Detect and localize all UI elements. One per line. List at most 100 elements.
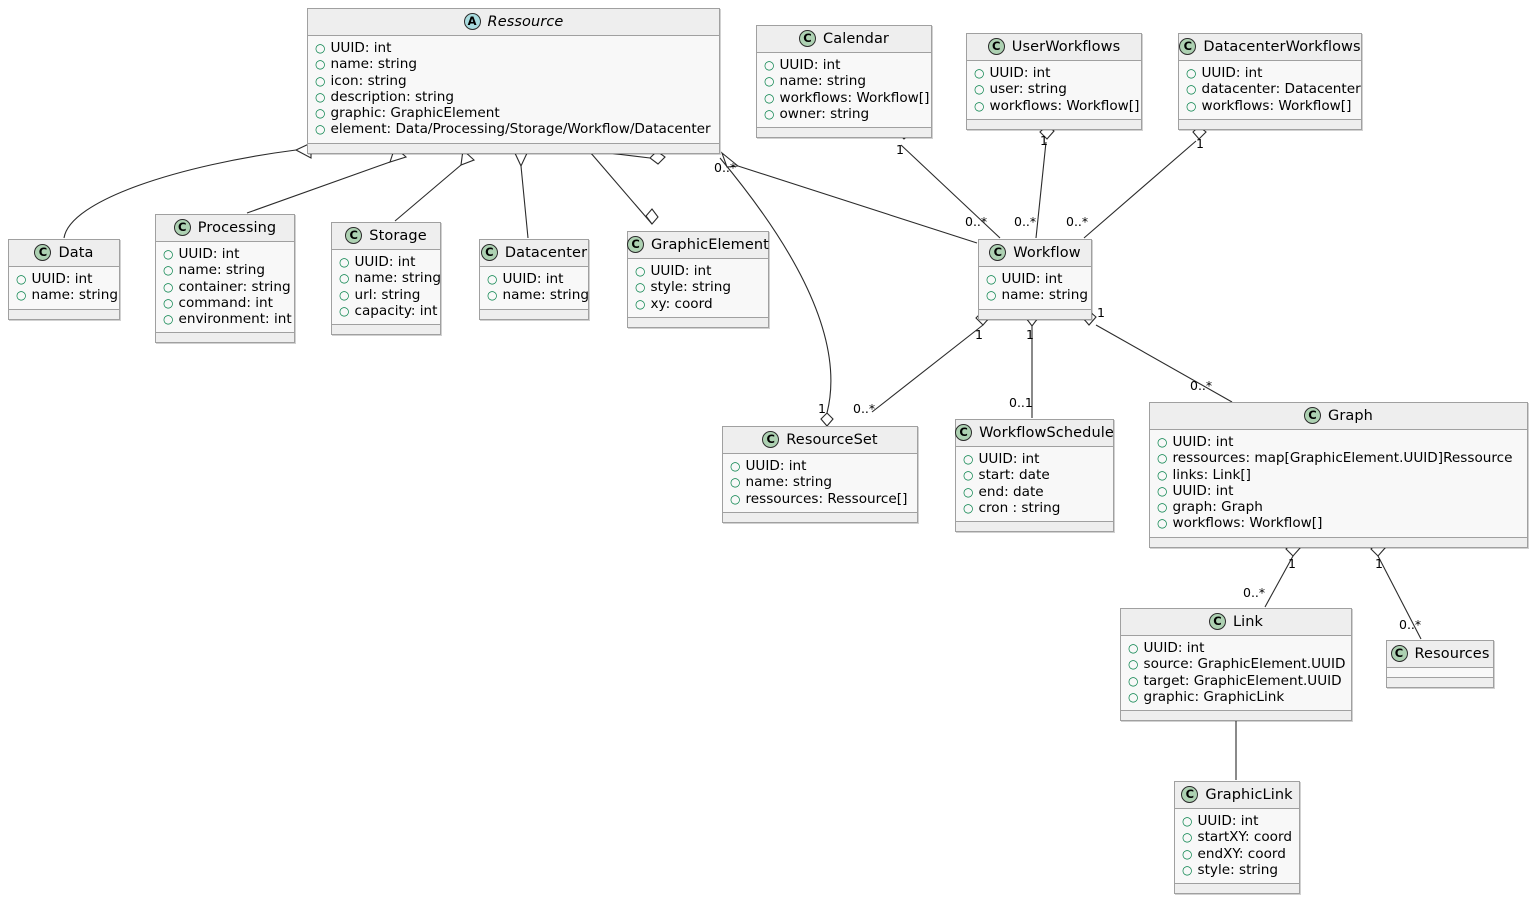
visibility-public-icon: ○ (1157, 483, 1168, 498)
attribute-label: ressources: map[GraphicElement.UUID]Ress… (1172, 450, 1513, 467)
class-methods-ressource (308, 143, 719, 153)
class-badge-icon: C (34, 244, 52, 261)
edge-workflow-resourceset (871, 324, 984, 413)
attribute-label: xy: coord (650, 295, 713, 312)
multiplicity-label: 0..* (1243, 585, 1266, 600)
visibility-public-icon: ○ (963, 484, 974, 499)
class-attributes-graph: ○UUID: int○ressources: map[GraphicElemen… (1150, 430, 1527, 538)
class-attributes-ressource: ○UUID: int○name: string○icon: string○des… (308, 36, 719, 144)
visibility-public-icon: ○ (1182, 814, 1193, 828)
class-methods-datacenterworkflows (1179, 119, 1361, 129)
attribute-label: command: int (178, 294, 273, 311)
attribute-label: workflows: Workflow[] (779, 89, 930, 106)
attribute-label: style: string (1197, 861, 1279, 878)
visibility-public-icon: ○ (730, 459, 741, 473)
class-methods-calendar (757, 128, 931, 138)
multiplicity-label: 1 (1196, 136, 1204, 151)
class-attributes-calendar: ○UUID: int○name: string○workflows: Workf… (757, 53, 931, 129)
class-attributes-graphiclink: ○UUID: int○startXY: coord○endXY: coord○s… (1175, 809, 1299, 885)
attribute-label: UUID: int (650, 263, 712, 279)
attribute-label: graph: Graph (1172, 499, 1263, 516)
edge-datacenter-ressource (520, 165, 529, 239)
class-badge-icon: C (1304, 407, 1321, 424)
visibility-public-icon: ○ (1157, 451, 1168, 466)
attribute-label: target: GraphicElement.UUID (1143, 672, 1342, 689)
attribute-label: startXY: coord (1197, 829, 1292, 846)
visibility-public-icon: ○ (635, 296, 646, 311)
attribute-label: description: string (330, 88, 454, 105)
visibility-public-icon: ○ (163, 263, 174, 278)
attribute-row: ○name: string (315, 56, 713, 72)
visibility-public-icon: ○ (1182, 830, 1193, 845)
class-badge-icon: C (1208, 613, 1226, 630)
abstract-class-badge-icon: A (463, 13, 481, 30)
attribute-row: ○datacenter: Datacenter (1186, 81, 1361, 97)
visibility-public-icon: ○ (1157, 500, 1168, 515)
class-title-link: Link (1232, 613, 1264, 630)
class-methods-link (1121, 711, 1351, 721)
attribute-row: ○UUID: int (163, 246, 288, 262)
attribute-row: ○icon: string (315, 73, 713, 89)
multiplicity-label: 0..* (714, 160, 737, 175)
class-methods-storage (332, 325, 440, 335)
attribute-row: ○ graph: Graph (1157, 499, 1521, 515)
class-badge-icon: C (345, 227, 363, 244)
attribute-label: element: Data/Processing/Storage/Workflo… (330, 121, 711, 138)
attribute-label: name: string (745, 474, 832, 491)
attribute-row: ○ graphic: GraphicLink (1128, 689, 1345, 705)
visibility-public-icon: ○ (1128, 689, 1139, 704)
attribute-label: UUID: int (989, 65, 1051, 81)
attribute-row: ○workflows: Workflow[] (764, 90, 929, 106)
attribute-row: ○UUID: int (1186, 65, 1355, 81)
class-title-calendar: Calendar (822, 30, 889, 47)
attribute-label: graphic: GraphicLink (1143, 688, 1285, 705)
class-badge-icon: C (987, 38, 1005, 55)
class-methods-data (9, 309, 119, 319)
attribute-row: ○UUID: int (974, 65, 1135, 81)
class-badge-icon: C (989, 244, 1007, 261)
class-attributes-workflow: ○UUID: int○name: string (979, 267, 1091, 310)
attribute-label: name: string (779, 73, 866, 90)
attribute-row: ○UUID: int (315, 40, 713, 56)
visibility-public-icon: ○ (986, 288, 997, 303)
class-title-datacenterworkflows: DatacenterWorkflows (1203, 38, 1361, 55)
multiplicity-label: 1 (1288, 556, 1296, 571)
attribute-label: UUID: int (779, 57, 841, 73)
attribute-label: user: string (989, 81, 1067, 98)
visibility-public-icon: ○ (163, 295, 174, 310)
visibility-public-icon: ○ (986, 272, 997, 286)
attribute-row: ○UUID: int (730, 458, 911, 474)
class-attributes-datacenter: ○UUID: int○name: string (480, 267, 589, 310)
class-header-link: C Link (1121, 609, 1351, 636)
visibility-public-icon: ○ (339, 255, 350, 269)
attribute-label: UUID: int (330, 40, 392, 56)
attribute-row: ○style: string (1182, 862, 1293, 878)
attribute-label: icon: string (330, 72, 407, 89)
multiplicity-label: 0..* (1399, 617, 1422, 632)
class-title-resources: Resources (1414, 645, 1490, 662)
attribute-row: ○style: string (635, 279, 762, 295)
class-title-userworkflows: UserWorkflows (1011, 38, 1121, 55)
